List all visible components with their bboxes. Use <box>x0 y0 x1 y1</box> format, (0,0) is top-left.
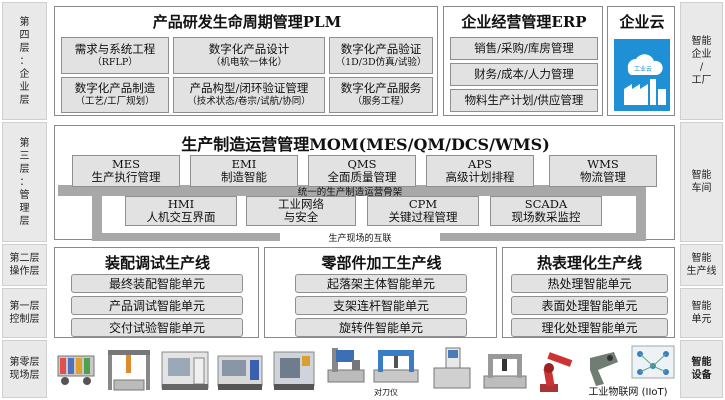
plm-cell-config: 产品构型/闭环验证管理（技术状态/卷宗/试航/协同） <box>173 77 325 113</box>
side-left-layer3: 第 三 层 ： 管 理 层 <box>2 122 47 242</box>
side-right-line: 智能 生产线 <box>680 244 723 286</box>
gantry-robot-icon <box>104 346 154 394</box>
cmm-bridge-icon <box>482 348 528 390</box>
unit-landing-gear-body: 起落架主体智能单元 <box>295 274 467 293</box>
line-assembly-title: 装配调试生产线 <box>104 253 210 272</box>
cmm-icon <box>372 346 420 386</box>
erp-title: 企业经营管理ERP <box>461 12 587 31</box>
line-machining: 零部件加工生产线 起落架主体智能单元 支架连杆智能单元 旋转件智能单元 <box>264 247 497 338</box>
line-assembly: 装配调试生产线 最终装配智能单元 产品调试智能单元 交付试验智能单元 <box>54 247 259 338</box>
side-right-device: 智能 设备 <box>680 340 723 398</box>
erp-row-finance: 财务/成本/人力管理 <box>450 63 598 86</box>
side-right-workshop: 智能 车间 <box>680 122 723 242</box>
line-heat-surface-title: 热表理化生产线 <box>536 253 642 272</box>
side-left-layer2: 第二层 操作层 <box>2 244 47 286</box>
agv-cart-icon <box>56 350 98 388</box>
plm-cell-rflp: 需求与系统工程（RFLP） <box>61 37 169 74</box>
plm-cell-manufacture: 数字化产品制造（工艺/工厂规划） <box>61 77 169 113</box>
cloud-factory-icon: 工业云 <box>614 39 670 111</box>
mom-bus-field-label: 生产现场的互联 <box>280 232 440 244</box>
mom-bus-main <box>58 185 646 196</box>
cloud-panel: 企业云 工业云 <box>607 6 675 116</box>
unit-rotating-part: 旋转件智能单元 <box>295 318 467 337</box>
cnc-lathe-icon <box>216 348 264 392</box>
erp-row-supply: 物料生产计划/供应管理 <box>450 89 598 112</box>
side-left-layer4: 第 四 层 ： 企 业 层 <box>2 2 47 120</box>
side-left-layer0: 第零层 现场层 <box>2 340 47 398</box>
mom-bus-left-riser <box>92 193 102 241</box>
inspection-station-icon <box>428 346 476 392</box>
machining-center-icon <box>160 348 210 392</box>
plm-cell-service: 数字化产品服务（服务工程） <box>329 77 433 113</box>
line-machining-title: 零部件加工生产线 <box>321 253 442 272</box>
erp-panel: 企业经营管理ERP 销售/采购/库房管理 财务/成本/人力管理 物料生产计划/供… <box>443 6 603 116</box>
mom-title: 生产制造运营管理MOM(MES/QM/DCS/WMS) <box>181 135 550 154</box>
tool-presetter-label: 对刀仪 <box>374 387 398 397</box>
unit-surface-treatment: 表面处理智能单元 <box>511 296 668 315</box>
mom-bus-main-label: 统一的生产制造运营骨架 <box>297 186 403 198</box>
mom-network: 工业网络与安全 <box>246 196 356 226</box>
cloud-icon-label: 工业云 <box>633 65 652 73</box>
unit-product-debug: 产品调试智能单元 <box>71 296 243 315</box>
plm-cell-design: 数字化产品设计（机电软一体化） <box>173 37 325 74</box>
tool-presetter-icon <box>324 344 368 384</box>
plm-cell-verify: 数字化产品验证（1D/3D仿真/试验） <box>329 37 433 74</box>
plm-panel: 产品研发生命周期管理PLM 需求与系统工程（RFLP） 数字化产品设计（机电软一… <box>54 6 438 116</box>
unit-physchem-treatment: 理化处理智能单元 <box>511 318 668 337</box>
side-left-layer1: 第一层 控制层 <box>2 288 47 338</box>
unit-final-assembly: 最终装配智能单元 <box>71 274 243 293</box>
erp-row-sales: 销售/采购/库房管理 <box>450 37 598 60</box>
machine-tool-icon <box>270 348 318 392</box>
line-heat-surface: 热表理化生产线 热处理智能单元 表面处理智能单元 理化处理智能单元 <box>502 247 675 338</box>
equipment-row: 对刀仪 工业物联网 (IIoT) <box>52 342 678 398</box>
unit-delivery-test: 交付试验智能单元 <box>71 318 243 337</box>
iiot-network-icon <box>630 344 676 380</box>
plm-title: 产品研发生命周期管理PLM <box>152 12 342 31</box>
handheld-scanner-icon <box>584 348 624 388</box>
iiot-label: 工业物联网 (IIoT) <box>588 387 668 398</box>
robot-arm-icon <box>532 344 578 394</box>
side-right-unit: 智能 单元 <box>680 288 723 338</box>
unit-bracket-link: 支架连杆智能单元 <box>295 296 467 315</box>
cloud-title: 企业云 <box>619 12 665 31</box>
unit-heat-treatment: 热处理智能单元 <box>511 274 668 293</box>
side-right-enterprise: 智能 企业 / 工厂 <box>680 2 723 120</box>
mom-bus-right-riser <box>636 185 646 241</box>
